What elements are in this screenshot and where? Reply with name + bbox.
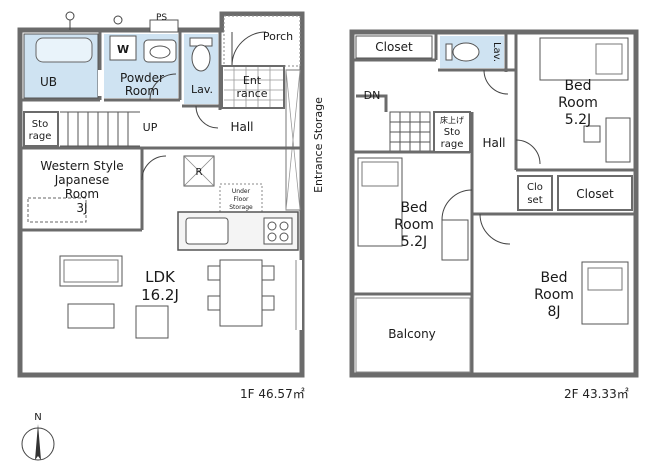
area-1f: 1F 46.57㎡ (240, 387, 305, 401)
cooktop (263, 217, 293, 245)
toilet-1f (191, 44, 211, 72)
label-washer-w: W (117, 43, 129, 56)
label-porch: Porch (263, 30, 293, 43)
storage-1f (23, 111, 59, 147)
washing-machine (109, 35, 137, 61)
bathtub (35, 37, 93, 63)
label-hall-1f: Hall (230, 120, 253, 134)
label-closet-small-2: set (527, 195, 542, 206)
label-underfloor-3: Storage (229, 204, 253, 211)
label-closet-small-1: Clo (527, 182, 543, 193)
label-powder-2: Room (125, 84, 159, 98)
label-bed-w-2: Room (394, 217, 434, 233)
powder-door-swing (149, 73, 177, 101)
label-lav-1f: Lav. (191, 83, 213, 96)
floor-2f (349, 29, 639, 378)
label-entrance-1: Ent (243, 74, 262, 87)
label-japanese-2: Japanese (54, 173, 110, 187)
label-ldk-1: LDK (145, 268, 176, 286)
label-bed-w-3: 5.2J (401, 234, 427, 250)
entrance-door-swing (231, 31, 267, 67)
entrance-tiles (224, 66, 284, 108)
label-entrance-2: rance (236, 87, 267, 100)
bed-se (581, 261, 629, 325)
labels-2f: Closet Lav. DN 床上げ Sto rage Hall Bed Roo… (364, 40, 614, 341)
toilet-2f (452, 42, 480, 62)
label-storage-2f-2: Sto (444, 127, 460, 138)
bed-w (357, 157, 403, 247)
label-storage-2: rage (29, 131, 52, 142)
tv-stand (135, 305, 169, 339)
label-closet-top: Closet (375, 40, 413, 54)
balcony (355, 297, 471, 373)
label-lav-2f: Lav. (491, 42, 502, 62)
label-bed-ne-3: 5.2J (565, 112, 591, 128)
compass-north-icon: N (21, 412, 55, 461)
label-ub: UB (40, 75, 57, 89)
label-japanese-4: 3J (76, 201, 87, 215)
label-bed-ne-1: Bed (564, 78, 591, 94)
label-japanese-3: Room (65, 187, 99, 201)
label-dn: DN (364, 89, 381, 102)
coffee-table (67, 303, 115, 329)
labels-1f: UB W PS Powder Room Lav. Porch Ent rance… (29, 13, 325, 304)
floor-1f (17, 11, 305, 378)
label-closet-right: Closet (576, 187, 614, 201)
label-storage-2f-1: 床上げ (440, 115, 464, 125)
storage-2f (433, 111, 471, 153)
label-up: UP (143, 121, 158, 134)
wash-basin (143, 39, 177, 63)
closet-2f-right (557, 175, 633, 211)
label-underfloor-1: Under (232, 188, 251, 195)
label-ps: PS (156, 13, 167, 23)
japanese-room (24, 152, 140, 226)
staircase-1f (60, 111, 140, 147)
label-storage-2f-3: rage (441, 139, 464, 150)
kitchen-sink (185, 217, 229, 245)
label-japanese-1: Western Style (40, 159, 123, 173)
compass-label: N (34, 412, 41, 423)
desk-ne (605, 117, 631, 163)
label-underfloor-2: Floor (234, 196, 249, 203)
label-bed-w-1: Bed (400, 200, 427, 216)
label-powder-1: Powder (120, 71, 164, 85)
label-entrance-storage: Entrance Storage (312, 97, 325, 193)
label-refrigerator-r: R (196, 167, 203, 178)
dining-table (219, 259, 263, 327)
label-bed-se-1: Bed (540, 270, 567, 286)
desk-w (441, 219, 469, 261)
wall-2f-outer (349, 29, 639, 378)
pipe-space (149, 19, 179, 33)
label-bed-se-3: 8J (547, 304, 560, 320)
label-hall-2f: Hall (482, 136, 505, 150)
wall-1f-outer (17, 11, 305, 378)
closet-2f-small (517, 175, 553, 211)
label-ldk-2: 16.2J (141, 286, 179, 304)
closet-2f-top (355, 35, 433, 59)
area-2f: 2F 43.33㎡ (564, 387, 629, 401)
label-bed-se-2: Room (534, 287, 574, 303)
label-balcony: Balcony (388, 327, 436, 341)
label-storage-1: Sto (32, 119, 48, 130)
staircase-2f (389, 111, 431, 153)
label-bed-ne-2: Room (558, 95, 598, 111)
bed-ne (539, 37, 629, 81)
sofa (59, 255, 123, 287)
dining-chairs (207, 265, 275, 311)
